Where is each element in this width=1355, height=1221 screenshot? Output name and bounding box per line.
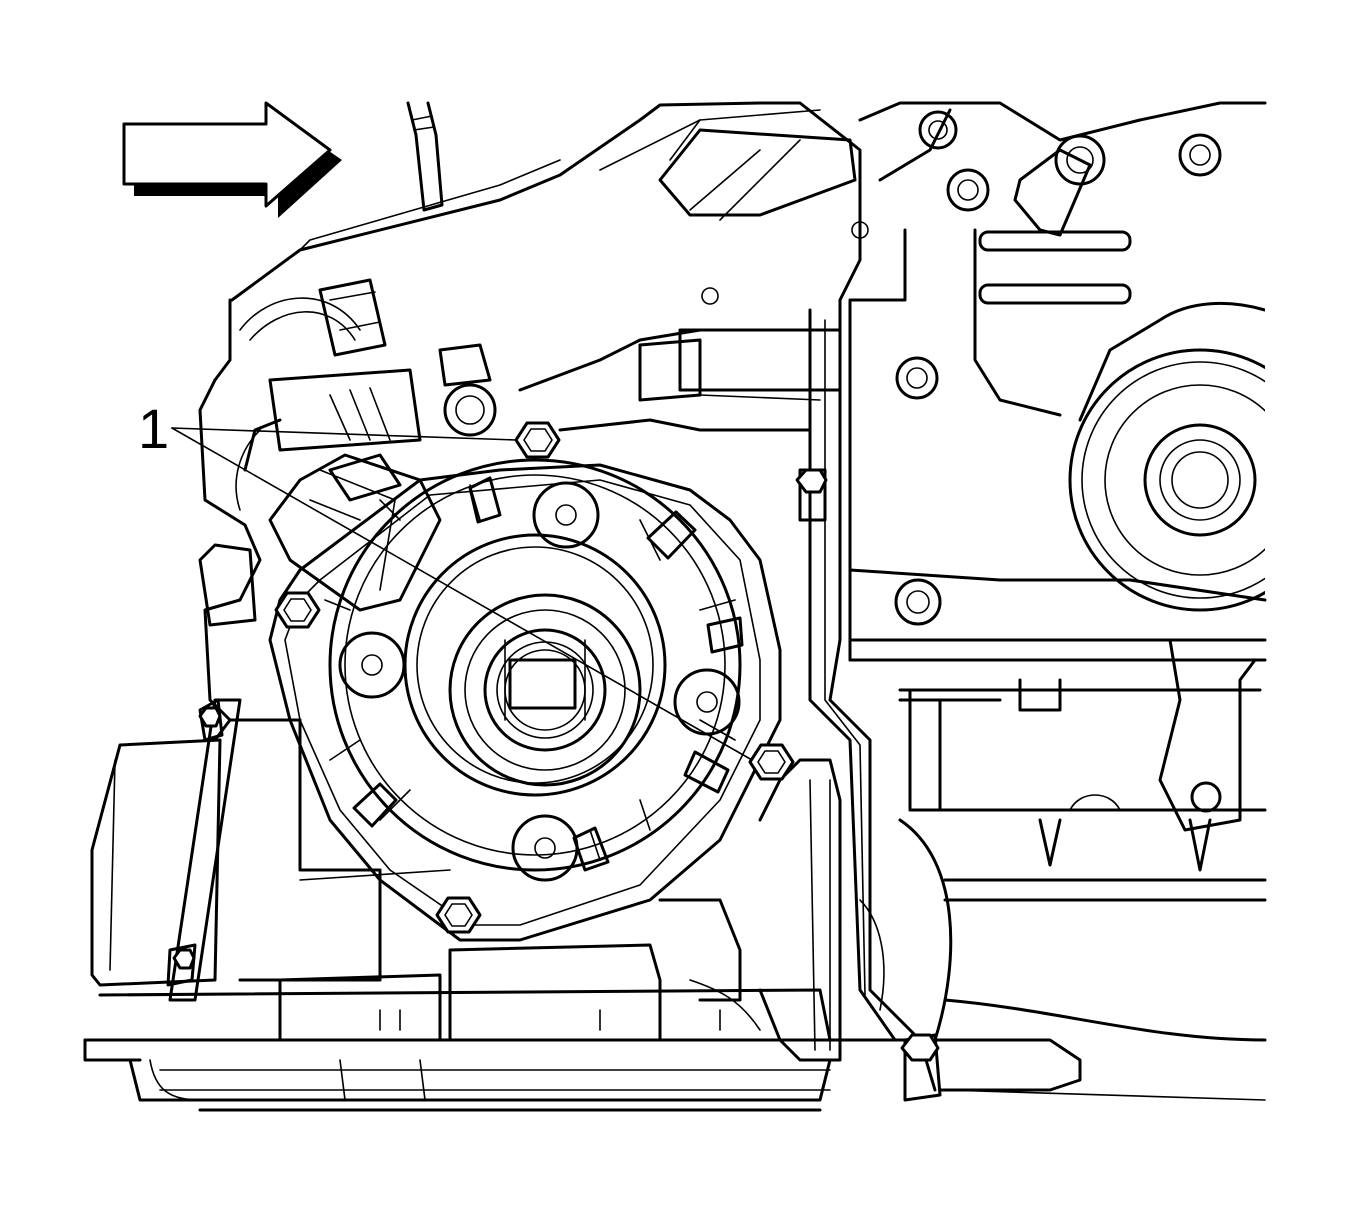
bolt-strut [172,706,222,970]
fasteners [172,421,940,1062]
nut-upper [514,421,561,459]
alternator [268,453,782,942]
upper-engine-structure [213,101,862,452]
upper-right-assembly [701,101,1267,662]
right-pulley [848,300,1355,872]
bolt-bottom [435,896,482,934]
direction-arrow-icon [122,101,342,218]
bolt-mid [795,468,828,494]
bolt-right-lower [900,1033,940,1062]
callout-1: 1 [138,397,753,761]
left-housing [90,378,451,1002]
bolt-left [274,591,321,629]
nut-lower [748,743,795,781]
callout-label: 1 [138,397,169,460]
